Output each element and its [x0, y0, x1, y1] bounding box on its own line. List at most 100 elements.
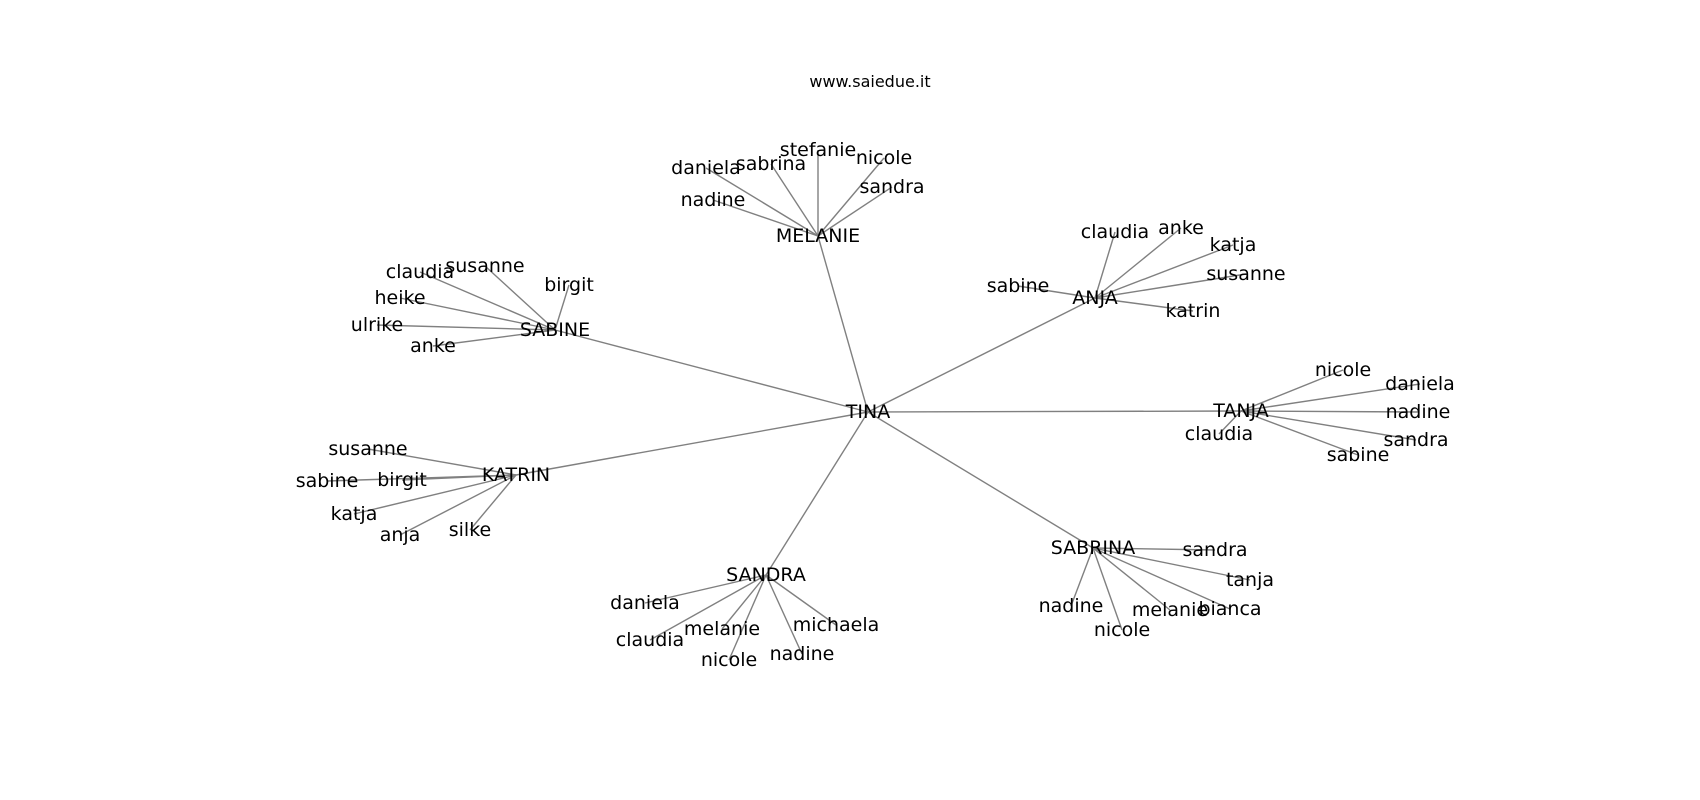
- edge-sabrina-nicole: [1092, 547, 1123, 631]
- node-leaf-katrin-silke: silke: [449, 519, 491, 541]
- edge-melanie-daniela: [705, 167, 819, 237]
- edge-anja-katja: [1094, 244, 1234, 299]
- diagram-title: www.saiedue.it: [809, 72, 930, 91]
- node-leaf-melanie-nicole: nicole: [856, 147, 912, 169]
- edge-katrin-birgit: [401, 474, 517, 481]
- edge-sandra-claudia: [649, 574, 767, 641]
- edge-sabrina-melanie: [1092, 547, 1171, 611]
- edge-sandra-nicole: [728, 574, 767, 661]
- node-leaf-tanja-claudia: claudia: [1185, 423, 1253, 445]
- edge-sabine-anke: [432, 329, 556, 347]
- edge-tanja-sabine: [1240, 410, 1359, 456]
- edge-sabrina-bianca: [1092, 547, 1231, 610]
- edge-tanja-sandra: [1240, 410, 1417, 441]
- edge-tanja-claudia: [1218, 410, 1242, 435]
- node-hub-sabine: SABINE: [520, 319, 590, 341]
- node-leaf-melanie-stefanie: stefanie: [780, 139, 856, 161]
- edge-sabrina-tanja: [1092, 547, 1251, 581]
- edge-tanja-daniela: [1240, 383, 1421, 412]
- edge-anja-katrin: [1094, 297, 1194, 312]
- node-hub-katrin: KATRIN: [482, 464, 550, 486]
- node-leaf-anja-katja: katja: [1210, 234, 1257, 256]
- edge-anja-sabine: [1017, 285, 1096, 299]
- node-leaf-sabrina-sandra: sandra: [1182, 539, 1247, 561]
- edge-tanja-nadine: [1240, 410, 1419, 413]
- node-leaf-sandra-claudia: claudia: [616, 629, 684, 651]
- edge-sandra-melanie: [721, 574, 767, 630]
- node-leaf-tanja-sandra: sandra: [1383, 429, 1448, 451]
- edge-sabine-ulrike: [376, 324, 556, 331]
- node-leaf-sabine-heike: heike: [374, 287, 425, 309]
- edge-melanie-nicole: [817, 157, 885, 237]
- node-leaf-anja-sabine: sabine: [987, 275, 1050, 297]
- edge-root-melanie: [817, 235, 869, 413]
- edge-katrin-susanne: [367, 448, 517, 476]
- node-hub-sandra: SANDRA: [726, 564, 806, 586]
- edge-root-sabrina: [867, 411, 1094, 549]
- edge-sandra-michaela: [765, 574, 837, 626]
- edge-katrin-silke: [469, 474, 517, 531]
- node-leaf-katrin-anja: anja: [380, 524, 421, 546]
- edge-melanie-nadine: [712, 199, 819, 237]
- node-leaf-sabrina-melanie: melanie: [1132, 599, 1208, 621]
- edge-anja-claudia: [1094, 231, 1116, 299]
- node-leaf-sabine-anke: anke: [410, 335, 456, 357]
- node-root-tina: TINA: [845, 401, 890, 423]
- node-leaf-sabine-claudia: claudia: [386, 261, 454, 283]
- node-leaf-anja-claudia: claudia: [1081, 221, 1149, 243]
- node-leaf-sabine-birgit: birgit: [544, 274, 594, 296]
- edges-layer: [326, 150, 1421, 661]
- node-leaf-tanja-sabine: sabine: [1327, 444, 1390, 466]
- node-leaf-katrin-susanne: susanne: [328, 438, 407, 460]
- node-hub-tanja: TANJA: [1212, 400, 1269, 422]
- edge-sabrina-nadine: [1070, 547, 1094, 607]
- node-leaf-sandra-nicole: nicole: [701, 649, 757, 671]
- node-leaf-anja-katrin: katrin: [1166, 300, 1221, 322]
- node-hub-sabrina: SABRINA: [1051, 537, 1135, 559]
- edge-root-tanja: [867, 410, 1242, 413]
- node-leaf-tanja-nadine: nadine: [1386, 401, 1451, 423]
- edge-sabrina-sandra: [1092, 547, 1216, 551]
- edge-root-katrin: [515, 411, 869, 476]
- node-leaf-sandra-melanie: melanie: [684, 618, 760, 640]
- node-leaf-sabrina-nicole: nicole: [1094, 619, 1150, 641]
- edge-root-sandra: [765, 411, 869, 576]
- node-leaf-melanie-nadine: nadine: [681, 189, 746, 211]
- node-leaf-sandra-michaela: michaela: [793, 614, 880, 636]
- node-leaf-melanie-daniela: daniela: [671, 157, 741, 179]
- edge-root-anja: [867, 297, 1096, 413]
- node-leaf-anja-anke: anke: [1158, 217, 1204, 239]
- node-leaf-sandra-nadine: nadine: [770, 643, 835, 665]
- edge-sandra-daniela: [644, 574, 767, 604]
- node-leaf-sabine-susanne: susanne: [445, 255, 524, 277]
- node-leaf-anja-susanne: susanne: [1206, 263, 1285, 285]
- node-leaf-tanja-nicole: nicole: [1315, 359, 1371, 381]
- node-leaf-sabrina-bianca: bianca: [1198, 598, 1261, 620]
- node-leaf-katrin-sabine: sabine: [296, 470, 359, 492]
- node-hub-anja: ANJA: [1072, 287, 1117, 309]
- edge-sabine-susanne: [484, 265, 556, 331]
- node-leaf-sabine-ulrike: ulrike: [351, 314, 403, 336]
- edge-sandra-nadine: [765, 574, 803, 655]
- edge-melanie-sabrina: [770, 163, 819, 237]
- node-leaf-katrin-katja: katja: [331, 503, 378, 525]
- edge-melanie-sandra: [817, 186, 893, 237]
- node-leaf-sandra-daniela: daniela: [610, 592, 680, 614]
- edge-katrin-anja: [399, 474, 517, 536]
- edge-sabine-heike: [399, 297, 556, 331]
- node-leaf-sabrina-tanja: tanja: [1226, 569, 1274, 591]
- node-hub-melanie: MELANIE: [776, 225, 860, 247]
- node-leaf-melanie-sabrina: sabrina: [736, 153, 806, 175]
- node-leaf-sabrina-nadine: nadine: [1039, 595, 1104, 617]
- edge-anja-susanne: [1094, 273, 1247, 299]
- edge-sabine-claudia: [419, 271, 556, 331]
- edge-anja-anke: [1094, 227, 1182, 299]
- edge-root-sabine: [554, 329, 869, 413]
- edge-katrin-katja: [353, 474, 517, 515]
- node-leaf-melanie-sandra: sandra: [859, 176, 924, 198]
- edge-tanja-nicole: [1240, 369, 1344, 412]
- node-leaf-tanja-daniela: daniela: [1385, 373, 1455, 395]
- node-leaf-katrin-birgit: birgit: [377, 469, 427, 491]
